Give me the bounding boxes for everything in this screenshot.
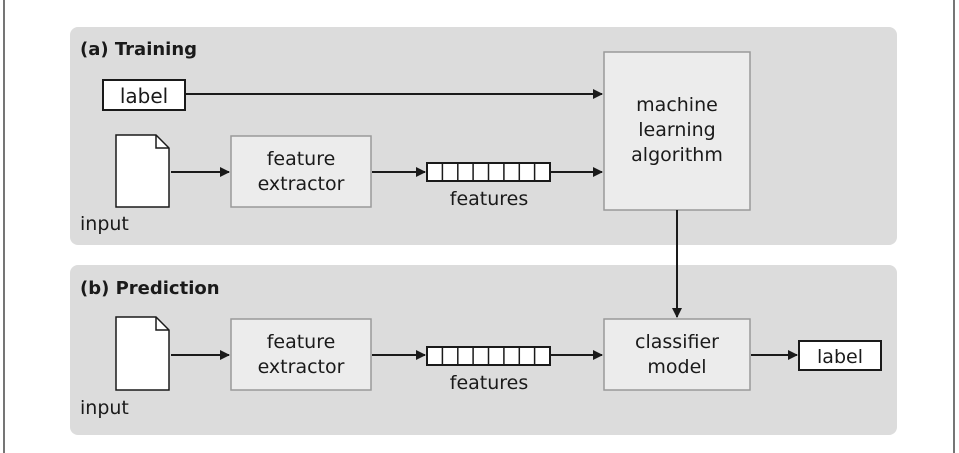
training-input-label: input — [80, 213, 129, 235]
ml-algorithm-line1: machine — [636, 94, 718, 116]
prediction-feature-extractor-box — [230, 318, 372, 391]
prediction-features-label: features — [450, 372, 529, 394]
classifier-line2: model — [647, 356, 706, 378]
prediction-input-label: input — [80, 397, 129, 419]
training-feature-vector-icon — [426, 162, 551, 182]
training-label-box — [102, 79, 186, 111]
training-title: (a) Training — [80, 39, 197, 60]
prediction-title: (b) Prediction — [80, 278, 220, 299]
prediction-feature-vector-icon — [426, 346, 551, 366]
prediction-extractor-line2: extractor — [258, 356, 345, 378]
classifier-model-box — [603, 318, 751, 391]
training-feature-extractor-box — [230, 135, 372, 208]
training-document-icon — [115, 134, 170, 208]
prediction-panel: (b) Prediction input feature extractor f… — [70, 265, 897, 435]
classifier-line1: classifier — [635, 331, 719, 353]
prediction-document-icon — [115, 316, 170, 391]
prediction-label-box — [798, 340, 882, 371]
training-label-text: label — [120, 84, 168, 108]
prediction-extractor-line1: feature — [267, 331, 336, 353]
ml-algorithm-line3: algorithm — [631, 144, 723, 166]
training-features-label: features — [450, 188, 529, 210]
ml-algorithm-line2: learning — [638, 119, 716, 141]
prediction-label-text: label — [817, 346, 863, 368]
training-panel: (a) Training label input feature extract… — [70, 27, 897, 245]
training-extractor-line2: extractor — [258, 173, 345, 195]
training-extractor-line1: feature — [267, 148, 336, 170]
ml-algorithm-box — [603, 51, 751, 211]
